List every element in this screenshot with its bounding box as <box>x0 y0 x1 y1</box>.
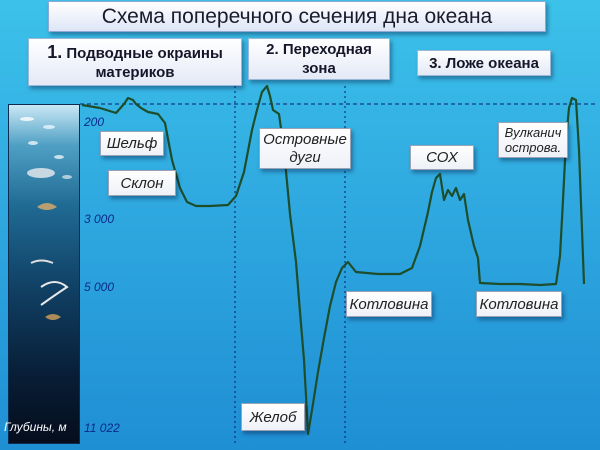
sea-creatures-decoration <box>20 117 72 320</box>
label-island-arcs-text: Островные дуги <box>263 130 347 166</box>
label-volcanic-islands-text: Вулканич острова. <box>504 125 562 155</box>
label-basin-right-text: Котловина <box>479 295 559 313</box>
depth-strip <box>8 104 80 444</box>
label-volcanic-islands: Вулканич острова. <box>498 122 568 158</box>
label-basin-left-text: Котловина <box>349 295 429 313</box>
zone-1-box: 1. Подводные окраины материков <box>28 38 242 86</box>
label-slope-text: Склон <box>120 174 164 192</box>
depth-axis-caption: Глубины, м <box>4 420 67 434</box>
zone-3-text: 3. Ложе океана <box>429 54 539 72</box>
zone-1-text: Подводные окраины материков <box>66 44 223 81</box>
label-basin-left: Котловина <box>346 291 432 317</box>
depth-label-11022: 11 022 <box>84 421 120 435</box>
seafloor-line <box>81 84 586 436</box>
depth-label-200: 200 <box>84 115 105 129</box>
label-island-arcs: Островные дуги <box>259 128 351 169</box>
label-slope: Склон <box>108 170 176 196</box>
depth-label-3000: 3 000 <box>84 212 115 226</box>
label-shelf-text: Шельф <box>106 135 158 152</box>
zone-1-header: 1. Подводные окраины материков <box>29 41 241 82</box>
label-basin-right: Котловина <box>476 291 562 317</box>
zone-2-text: 2. Переходная зона <box>266 41 372 77</box>
zone-3-box: 3. Ложе океана <box>417 50 551 76</box>
label-trench-text: Желоб <box>249 408 297 426</box>
label-mor: СОХ <box>410 145 474 170</box>
zone-1-number: 1. <box>47 41 63 62</box>
label-trench: Желоб <box>241 403 305 431</box>
label-shelf: Шельф <box>100 131 164 156</box>
depth-label-5000: 5 000 <box>84 280 115 294</box>
page-title: Схема поперечного сечения дна океана <box>48 1 546 32</box>
zone-2-box: 2. Переходная зона <box>248 38 390 80</box>
label-mor-text: СОХ <box>426 149 458 166</box>
page-title-text: Схема поперечного сечения дна океана <box>101 4 493 28</box>
